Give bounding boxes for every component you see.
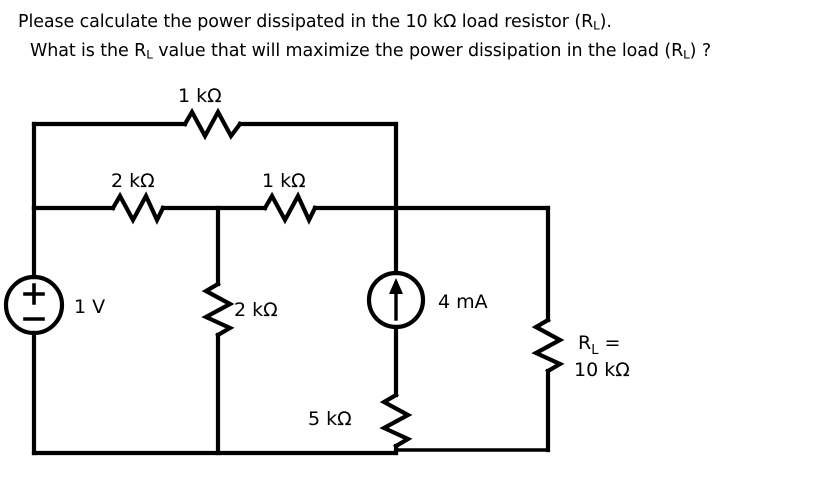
question-line-2-subscript-2: L — [683, 47, 690, 62]
label-resistor-load-line1: RL = — [578, 332, 620, 358]
label-load-equals: = — [598, 332, 620, 354]
circuit-schematic-svg: 1 kΩ 2 kΩ 1 kΩ 1 V 2 kΩ 4 mA 5 kΩ RL = 1… — [3, 85, 630, 456]
label-resistor-top-1k: 1 kΩ — [178, 85, 222, 107]
question-line-2-post: ) ? — [689, 41, 712, 61]
resistor-mid-1k-symbol — [262, 191, 318, 225]
label-resistor-load-line2: 10 kΩ — [574, 359, 630, 381]
voltage-source-plus-sign — [23, 283, 45, 305]
resistor-shunt-2k-symbol — [201, 281, 235, 338]
label-resistor-mid-1k: 1 kΩ — [262, 170, 306, 192]
resistor-load-symbol — [531, 317, 565, 374]
label-resistor-mid-2k: 2 kΩ — [111, 170, 155, 192]
label-load-subscript: L — [591, 343, 599, 358]
label-load-r: R — [578, 332, 591, 354]
question-line-1-subscript: L — [593, 18, 600, 33]
resistor-series-5k-symbol — [379, 392, 413, 449]
resistor-mid-2k-symbol — [110, 191, 166, 225]
label-voltage-source-1v: 1 V — [74, 296, 105, 318]
question-line-1-post: ). — [599, 12, 612, 32]
question-line-2-subscript-1: L — [146, 47, 153, 62]
question-line-2-pre: What is the R — [30, 41, 147, 61]
label-current-source-4ma: 4 mA — [438, 291, 488, 313]
question-line-1-pre: Please calculate the power dissipated in… — [18, 12, 594, 32]
question-text-block: Please calculate the power dissipated in… — [0, 0, 827, 66]
circuit-diagram: 1 kΩ 2 kΩ 1 kΩ 1 V 2 kΩ 4 mA 5 kΩ RL = 1… — [0, 72, 827, 483]
resistor-top-1k-symbol — [182, 107, 243, 141]
question-line-2: What is the RL value that will maximize … — [0, 37, 827, 66]
current-source-arrow-head — [389, 278, 403, 294]
label-resistor-shunt-2k: 2 kΩ — [234, 299, 278, 321]
question-line-2-mid: value that will maximize the power dissi… — [152, 41, 684, 61]
label-resistor-series-5k: 5 kΩ — [308, 408, 352, 430]
question-line-1: Please calculate the power dissipated in… — [0, 8, 827, 37]
